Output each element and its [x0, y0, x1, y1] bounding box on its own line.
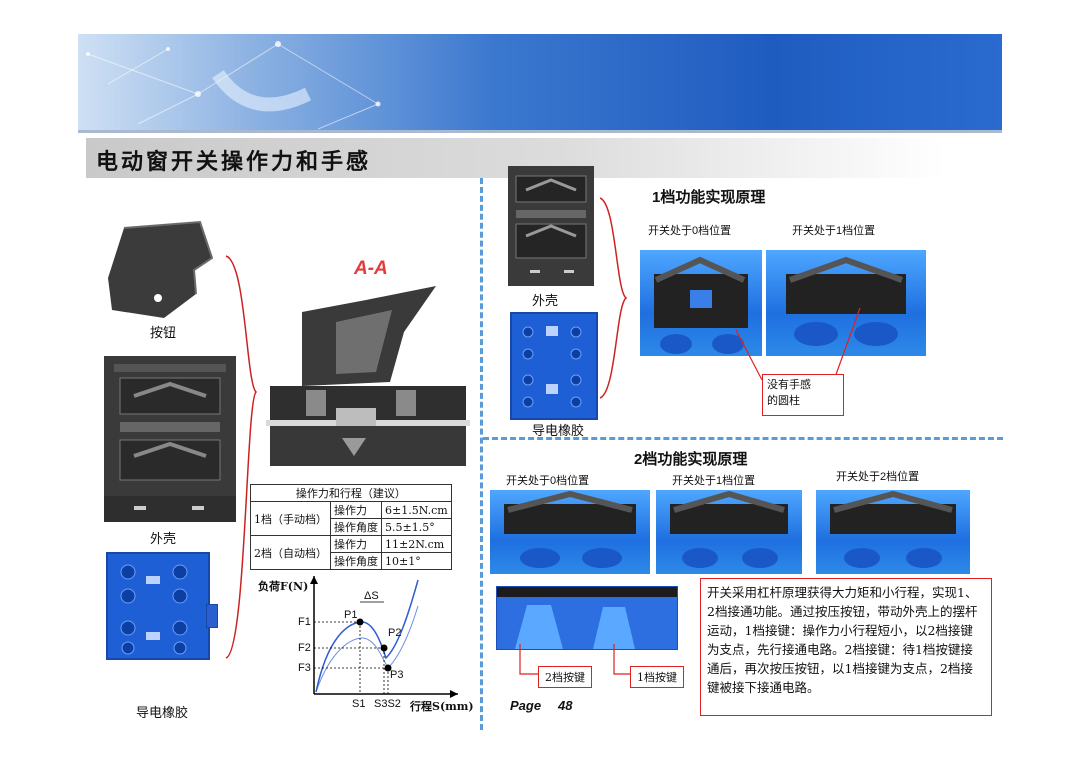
horizontal-divider	[483, 437, 1003, 440]
y-tick-f2: F2	[298, 642, 311, 654]
button-part-image	[108, 220, 214, 318]
table-cell: 操作力	[330, 501, 382, 519]
table-gear-1: 1档（手动档）	[250, 501, 331, 536]
gear2-pos0-image	[490, 490, 650, 574]
banner-divider	[78, 130, 1002, 133]
operation-table: 操作力和行程（建议） 1档（手动档） 操作力 6±1.5N.cm 操作角度 5.…	[250, 484, 452, 570]
point-label-p3: P3	[390, 669, 404, 681]
grouping-brace-right	[599, 197, 628, 399]
shell-label-small: 外壳	[532, 294, 559, 309]
key2-label: 2档按键	[538, 666, 592, 688]
rubber-label-small: 导电橡胶	[532, 424, 585, 439]
table-cell: 操作角度	[330, 552, 382, 570]
gear2-pos2-label: 开关处于2档位置	[836, 471, 920, 483]
section-view-image	[266, 286, 470, 466]
key1-label: 1档按键	[630, 666, 684, 688]
gear2-pos2-image	[816, 490, 970, 574]
rubber-part-image	[106, 552, 210, 660]
point-label-p1: P1	[344, 609, 358, 621]
rubber-image-small	[510, 312, 598, 420]
rubber-label: 导电橡胶	[136, 706, 189, 721]
grouping-brace	[225, 255, 258, 659]
heading-gear1: 1档功能实现原理	[652, 189, 766, 206]
table-cell: 操作力	[330, 535, 382, 553]
shell-label: 外壳	[150, 532, 177, 547]
x-tick-s3s2: S3S2	[374, 698, 401, 710]
table-title: 操作力和行程（建议）	[250, 484, 452, 502]
x-axis-label: 行程S(mm)	[410, 700, 474, 713]
network-graphic	[86, 41, 381, 130]
shell-image-small	[508, 166, 594, 286]
page-label: Page	[510, 698, 542, 713]
delta-s-label: ΔS	[364, 590, 379, 602]
slide-title: 电动窗开关操作力和手感	[96, 149, 372, 175]
gear1-pos1-label: 开关处于1档位置	[792, 225, 876, 237]
table-cell: 11±2N.cm	[381, 535, 452, 553]
rubber-tab	[206, 604, 218, 628]
gear1-pos1-image	[766, 250, 926, 356]
gear2-pos1-label: 开关处于1档位置	[672, 475, 756, 487]
header-banner	[78, 34, 1002, 130]
gear2-pos0-label: 开关处于0档位置	[506, 475, 590, 487]
button-label: 按钮	[150, 326, 177, 341]
section-label: A-A	[354, 258, 388, 279]
gear1-pos0-image	[640, 250, 762, 356]
gear1-pos0-label: 开关处于0档位置	[648, 225, 732, 237]
table-cell: 5.5±1.5°	[381, 518, 452, 536]
callout-no-feel: 没有手感 的圆柱	[762, 374, 844, 416]
table-cell: 操作角度	[330, 518, 382, 536]
key-leaders	[519, 644, 630, 675]
y-tick-f1: F1	[298, 616, 311, 628]
force-stroke-graph: 负荷F(N) 行程S(mm) ΔS P1 P2 P3 F1 F2 F3 S1 S…	[258, 576, 474, 716]
point-label-p2: P2	[388, 627, 402, 639]
gear2-pos1-image	[656, 490, 802, 574]
shell-part-image	[104, 356, 236, 522]
table-gear-2: 2档（自动档）	[250, 535, 331, 570]
page-number: 48	[558, 698, 573, 713]
graph-curves	[310, 576, 458, 698]
table-cell: 10±1°	[381, 552, 452, 570]
x-tick-s1: S1	[352, 698, 366, 710]
table-cell: 6±1.5N.cm	[381, 501, 452, 519]
heading-gear2: 2档功能实现原理	[634, 451, 748, 468]
callout-leaders	[735, 307, 861, 381]
keys-section-image	[496, 586, 678, 650]
y-axis-label: 负荷F(N)	[258, 580, 309, 593]
principle-note: 开关采用杠杆原理获得大力矩和小行程，实现1、2档接通功能。通过按压按钮，带动外壳…	[700, 578, 992, 716]
vertical-divider	[480, 178, 483, 730]
y-tick-f3: F3	[298, 662, 311, 674]
